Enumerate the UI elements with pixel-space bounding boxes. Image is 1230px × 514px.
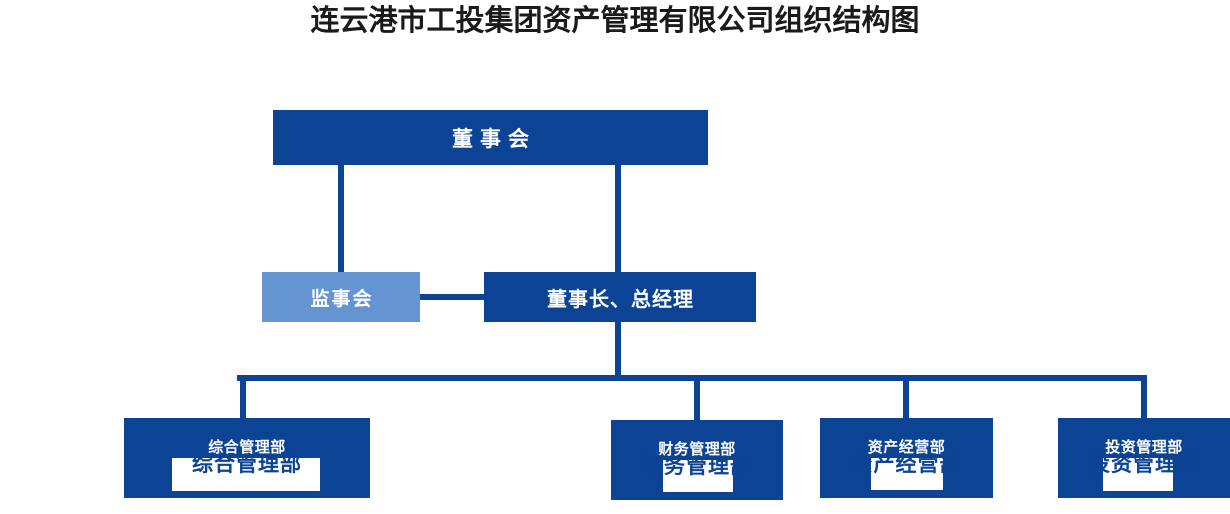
department-4-label-overlay: 投资管理部 [1105,438,1183,456]
connector-drop-department-2 [694,375,700,421]
department-1-label-overlay: 综合管理部 [208,438,286,456]
department-2-edit-box[interactable] [663,460,733,492]
connector-drop-department-3 [903,375,909,419]
connector-department-bus [237,375,1147,381]
node-supervisory-board[interactable]: 监事会 [262,272,420,322]
connector-drop-department-1 [240,375,246,419]
node-department-1[interactable]: 综合管理部 综合管理部 [124,418,370,498]
node-department-3[interactable]: 资产经营部 资产经营部 [820,418,993,498]
department-4-edit-box[interactable] [1103,458,1173,491]
department-2-label: 财务管理部 [642,454,752,478]
department-2-label-overlay: 财务管理部 [658,440,736,458]
department-3-label: 资产经营部 [851,452,962,476]
node-department-2[interactable]: 财务管理部 财务管理部 [611,420,783,500]
chart-title: 连云港市工投集团资产管理有限公司组织结构图 [310,3,920,37]
node-board-of-directors[interactable]: 董事会 [273,110,708,165]
connector-board-to-supervisory [338,165,344,273]
department-1-label: 综合管理部 [192,452,302,476]
node-department-4[interactable]: 投资管理部 投资管理部 [1058,418,1230,498]
department-1-edit-box[interactable] [172,458,320,491]
connector-board-to-chairman [615,165,621,273]
connector-chairman-to-bus [615,322,621,378]
department-3-edit-box[interactable] [871,458,943,490]
connector-drop-department-4 [1141,375,1147,419]
department-3-label-overlay: 资产经营部 [867,438,946,456]
node-chairman-general-manager[interactable]: 董事长、总经理 [484,272,756,322]
connector-supervisory-to-chairman [410,294,486,300]
department-4-label: 投资管理部 [1089,452,1199,476]
